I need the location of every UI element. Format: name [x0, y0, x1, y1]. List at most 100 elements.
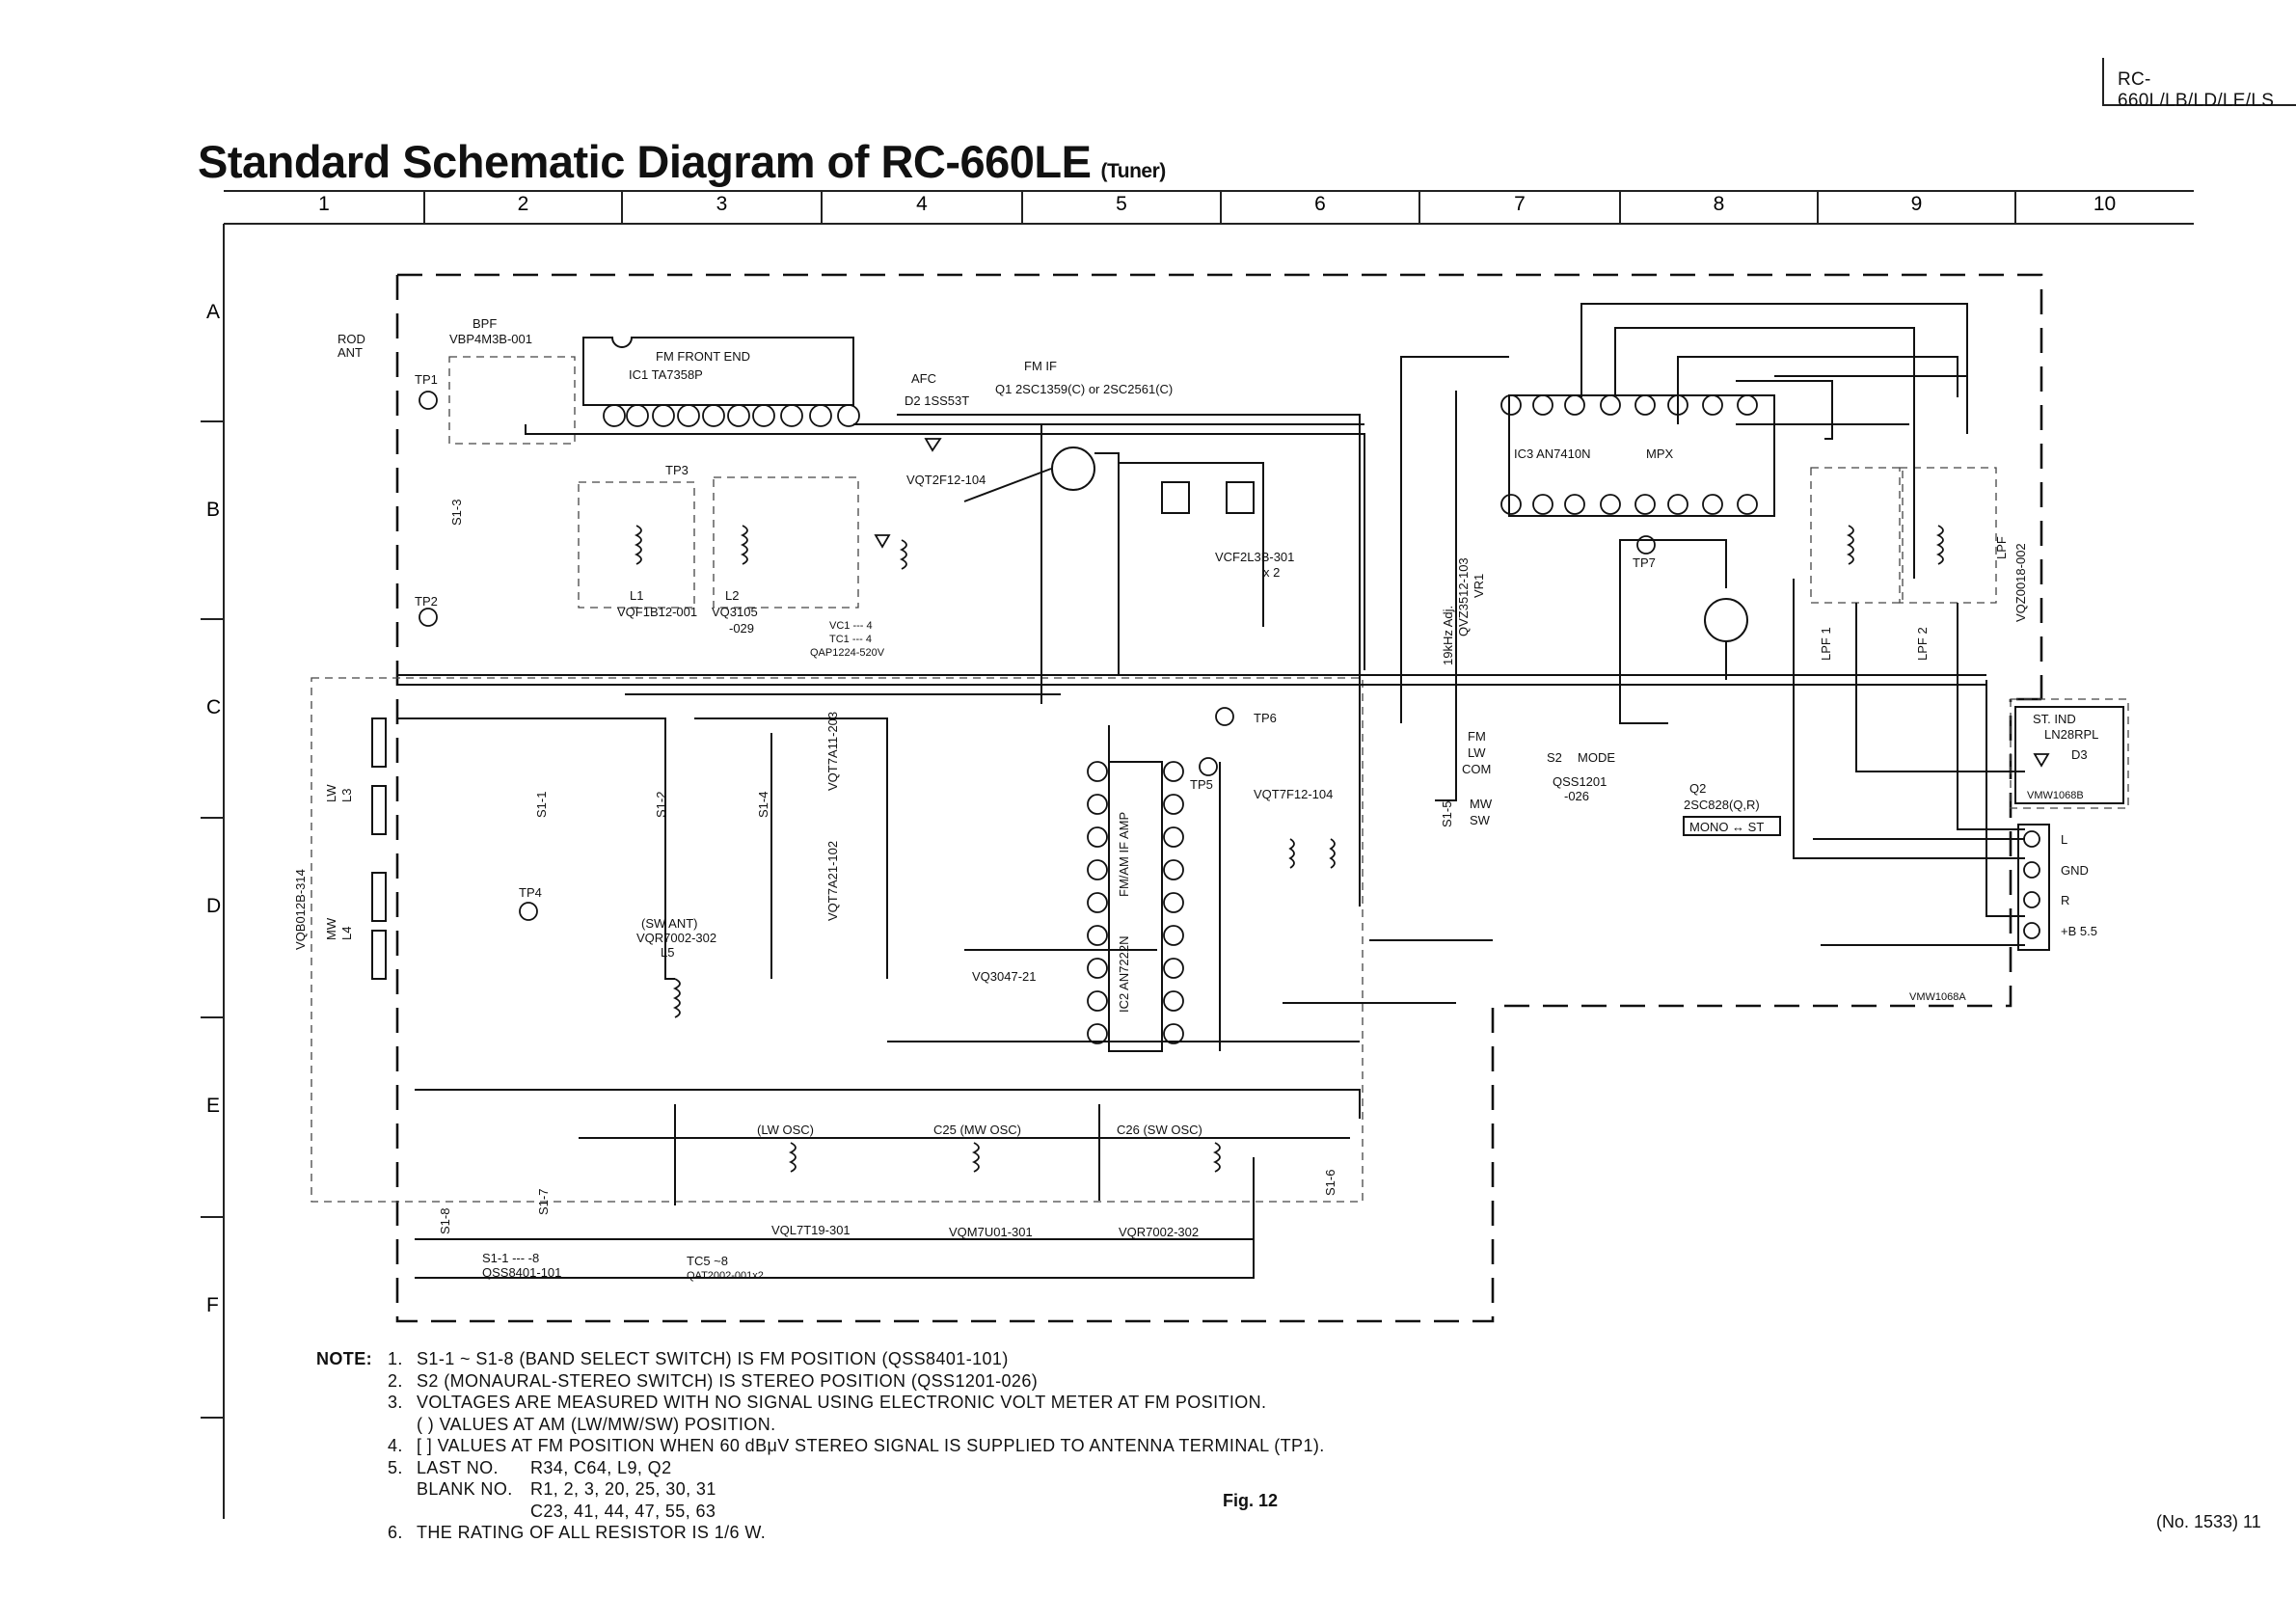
s1-7-label: S1-7: [536, 1189, 551, 1215]
ic2-pin: [1087, 794, 1108, 815]
tp7-label: TP7: [1633, 555, 1656, 570]
l2-part-2: -029: [729, 621, 754, 636]
s15-label: S1-5: [1440, 801, 1454, 827]
row-label: A: [206, 301, 220, 323]
tc58-part: QAT2002-001x2: [687, 1270, 764, 1282]
bpf-label: BPF: [473, 316, 497, 331]
s15-com: COM: [1462, 762, 1491, 776]
note-item-6: 6.THE RATING OF ALL RESISTOR IS 1/6 W.: [388, 1523, 767, 1542]
column-label: 1: [318, 193, 330, 215]
st-ind-label: ST. IND: [2033, 712, 2076, 726]
note-item-3: 3.VOLTAGES ARE MEASURED WITH NO SIGNAL U…: [388, 1392, 1325, 1435]
blank-no-2: C23, 41, 44, 47, 55, 63: [530, 1501, 716, 1521]
note-text-5: LAST NO.: [417, 1457, 499, 1477]
ic2-pin: [1087, 990, 1108, 1012]
sw-ant-part: VQR7002-302: [636, 931, 716, 945]
note-text-4: [ ] VALUES AT FM POSITION WHEN 60 dBμV S…: [417, 1436, 1325, 1455]
note-text-6: THE RATING OF ALL RESISTOR IS 1/6 W.: [417, 1523, 767, 1542]
schematic-labels: ROD ANT BPF VBP4M3B-001 FM FRONT END IC1…: [293, 316, 2098, 1282]
model-tag: RC-660L/LB/LD/LE/LS: [2102, 58, 2296, 111]
column-label: 4: [916, 193, 928, 215]
page-number: (No. 1533) 11: [2156, 1512, 2261, 1531]
last-no-value: R34, C64, L9, Q2: [530, 1457, 672, 1477]
ic2-pin: [1163, 761, 1184, 782]
s1-label: S1-1 --- -8: [482, 1251, 539, 1265]
ic2-pin: [1163, 859, 1184, 880]
grid-frame: [201, 190, 2194, 1519]
ic2-pin: [1087, 1023, 1108, 1044]
s1-8-label: S1-8: [438, 1208, 452, 1234]
column-label: 8: [1714, 193, 1725, 215]
terminal-gnd: GND: [2061, 863, 2089, 878]
t1-label: VQT2F12-104: [906, 473, 986, 487]
ic2-pin: [1087, 892, 1108, 913]
column-label: 2: [518, 193, 529, 215]
vc-tc-label: VC1 --- 4: [829, 620, 873, 632]
ic3-label: IC3 AN7410N: [1514, 447, 1591, 461]
note-text-2: S2 (MONAURAL-STEREO SWITCH) IS STEREO PO…: [417, 1370, 1039, 1391]
blank-no-1: R1, 2, 3, 20, 25, 30, 31: [530, 1479, 716, 1499]
lpf2-label: LPF 2: [1915, 627, 1930, 661]
column-label: 3: [716, 193, 728, 215]
rod-ant-label-2: ANT: [338, 345, 363, 360]
q1-label: Q1 2SC1359(C) or 2SC2561(C): [995, 382, 1173, 396]
ic2-pin: [1163, 826, 1184, 848]
l4-label: L4: [339, 927, 354, 940]
ic2-label: IC2 AN7222N: [1117, 936, 1131, 1014]
notes-list: 1.S1-1 ~ S1-8 (BAND SELECT SWITCH) IS FM…: [388, 1348, 1325, 1544]
sw-osc-label: C26 (SW OSC): [1117, 1123, 1202, 1137]
figure-number: Fig. 12: [1223, 1491, 1279, 1510]
note-text-3-sub: ( ) VALUES AT AM (LW/MW/SW) POSITION.: [417, 1414, 776, 1434]
blank-no-label: BLANK NO.: [417, 1479, 513, 1499]
title-sub: (Tuner): [1100, 160, 1167, 182]
cft-label: VQT7A21-102: [825, 841, 840, 921]
note-item-2: 2.S2 (MONAURAL-STEREO SWITCH) IS STEREO …: [388, 1370, 1039, 1391]
sw-ant-label: (SW ANT): [641, 916, 698, 931]
mw-osc-label: C25 (MW OSC): [933, 1123, 1021, 1137]
ic2-pin: [1087, 859, 1108, 880]
l3-label: L3: [339, 789, 354, 802]
vc-tc-label-2: TC1 --- 4: [829, 634, 872, 645]
ic2-pin: [1087, 826, 1108, 848]
row-label: B: [206, 499, 220, 521]
title-main: Standard Schematic Diagram of RC-660LE: [198, 136, 1092, 187]
tp6-label: TP6: [1254, 711, 1277, 725]
q2-label: Q2: [1689, 781, 1706, 796]
note-item-1: 1.S1-1 ~ S1-8 (BAND SELECT SWITCH) IS FM…: [388, 1349, 1009, 1368]
ic1-label: IC1 TA7358P: [629, 367, 703, 382]
column-label: 6: [1314, 193, 1326, 215]
t2-label: VQT7F12-104: [1254, 787, 1333, 801]
s1-6-label: S1-6: [1323, 1170, 1337, 1196]
mpx-label: MPX: [1646, 447, 1674, 461]
model-tag-text: RC-660L/LB/LD/LE/LS: [2118, 69, 2275, 111]
s15-sw: SW: [1470, 813, 1491, 827]
column-label: 9: [1911, 193, 1923, 215]
ic2-func: FM/AM IF AMP: [1117, 812, 1131, 897]
s1-1-label: S1-1: [534, 792, 549, 818]
s1-3-label: S1-3: [449, 500, 464, 526]
s1-2-label: S1-2: [654, 792, 668, 818]
ic2-pin: [1087, 958, 1108, 979]
column-label: 10: [2093, 193, 2116, 215]
bpf-part: VBP4M3B-001: [449, 332, 532, 346]
terminal-l: L: [2061, 832, 2067, 847]
note-text-1: S1-1 ~ S1-8 (BAND SELECT SWITCH) IS FM P…: [417, 1349, 1009, 1368]
lpf1-label: LPF 1: [1819, 627, 1833, 661]
ic2-pin: [1087, 925, 1108, 946]
vmw1068a-label: VMW1068A: [1909, 991, 1966, 1003]
notes-label: NOTE:: [316, 1349, 372, 1368]
s15-fm: FM: [1468, 729, 1486, 744]
t3-label: VQT7A11-203: [825, 712, 840, 791]
afc-label: AFC: [911, 371, 936, 386]
ic2-pin: [1163, 958, 1184, 979]
column-label: 7: [1514, 193, 1526, 215]
st-ind-part: LN28RPL: [2044, 727, 2098, 742]
q2-part: 2SC828(Q,R): [1684, 798, 1760, 812]
vc-tc-part: QAP1224-520V: [810, 647, 885, 659]
cf-x2: x 2: [1263, 565, 1280, 580]
tp1-label: TP1: [415, 372, 438, 387]
note-item-4: 4.[ ] VALUES AT FM POSITION WHEN 60 dBμV…: [388, 1436, 1325, 1455]
l2-label: L2: [725, 588, 739, 603]
vqz0018-label: VQZ0018-002: [2013, 543, 2028, 622]
s15-lw: LW: [1468, 745, 1486, 760]
